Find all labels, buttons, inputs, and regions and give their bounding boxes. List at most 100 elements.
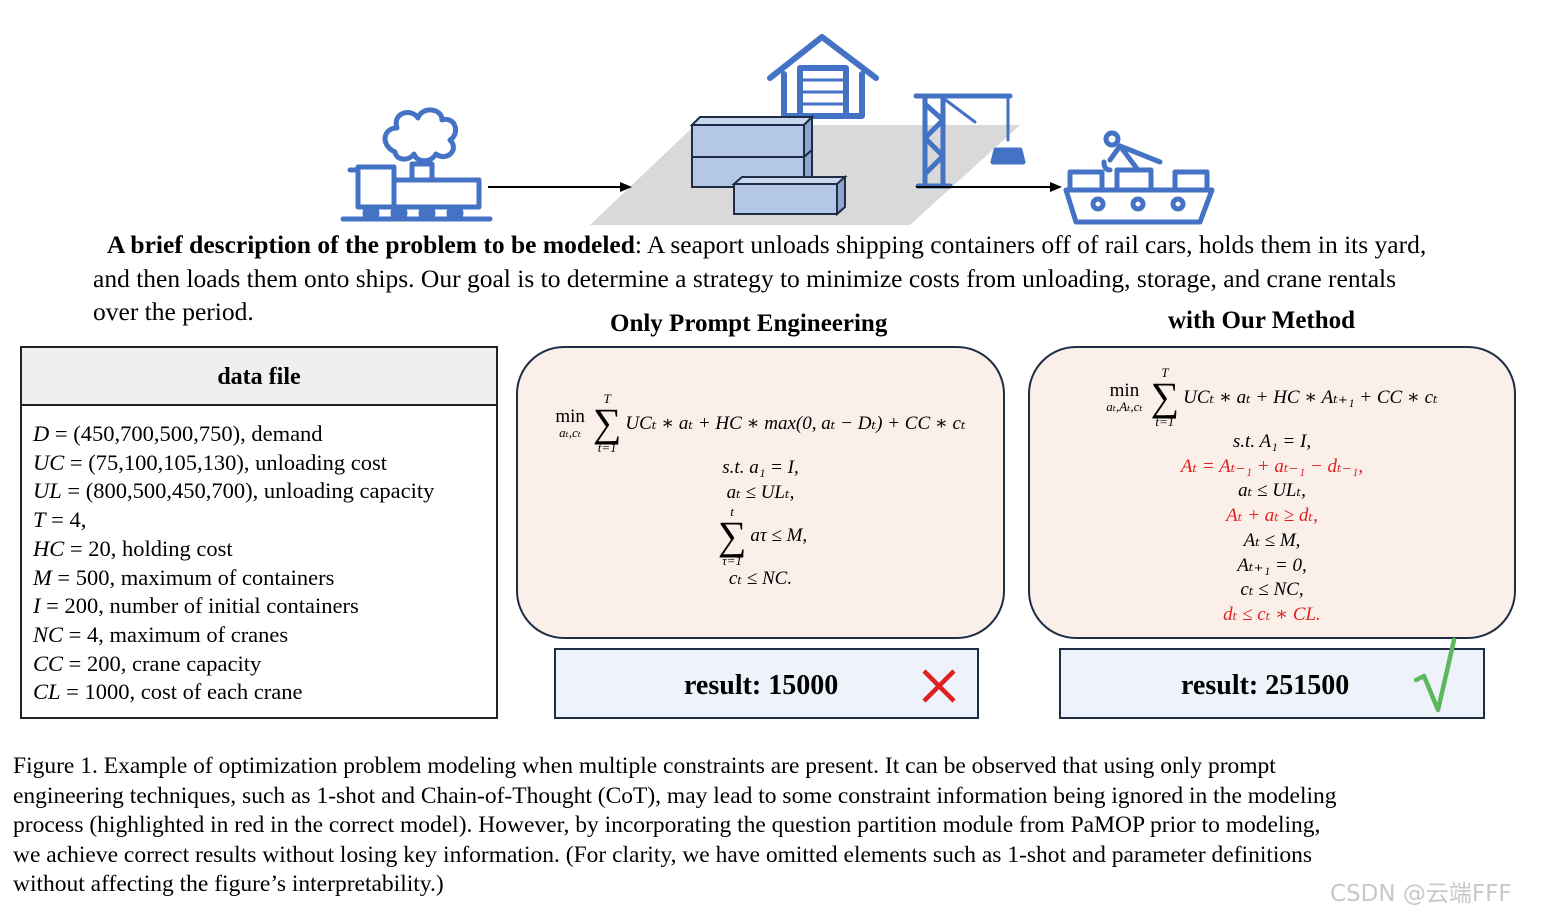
- data-desc: , maximum of containers: [109, 564, 335, 590]
- constraint-line: aₜ ≤ ULₜ,: [1238, 480, 1306, 502]
- constraint-line: s.t. a₁ = I,: [722, 457, 799, 478]
- constraint-sum: t ∑ τ=1 aτ ≤ M,: [518, 505, 1003, 567]
- data-desc: , number of initial containers: [98, 593, 359, 619]
- caption-line: without affecting the figure’s interpret…: [13, 871, 444, 898]
- data-line: NC = 4, maximum of cranes: [33, 621, 496, 650]
- equals-sign: =: [40, 593, 65, 619]
- data-symbol: CC: [33, 650, 64, 676]
- ship-icon: [1063, 130, 1215, 225]
- data-value: 200: [64, 593, 99, 619]
- constraint-line-highlighted: dₜ ≤ cₜ ∗ CL.: [1223, 603, 1321, 625]
- our-method-objective: min aₜ,Aₜ,cₜ T ∑ t=1 UCₜ ∗ aₜ + HC ∗ Aₜ₊…: [1030, 366, 1514, 428]
- data-symbol: NC: [33, 621, 64, 647]
- caption-line: engineering techniques, such as 1-shot a…: [13, 782, 1337, 809]
- objective-expression: UCₜ ∗ aₜ + HC ∗ max(0, aₜ − Dₜ) + CC ∗ c…: [625, 412, 966, 434]
- data-desc: , unloading cost: [243, 449, 387, 475]
- constraint-line: cₜ ≤ NC.: [728, 568, 793, 590]
- constraint-line: Aₜ₊₁ = 0,: [1237, 554, 1307, 576]
- data-file-box: data file D = (450,700,500,750), demand …: [20, 346, 498, 719]
- prompt-only-model-panel: min aₜ,cₜ T ∑ t=1 UCₜ ∗ aₜ + HC ∗ max(0,…: [516, 346, 1005, 639]
- equals-sign: =: [64, 535, 89, 561]
- data-value: 20: [88, 535, 111, 561]
- equals-sign: =: [49, 421, 74, 446]
- data-desc: , unloading capacity: [252, 478, 435, 504]
- constraint-line: aₜ ≤ ULₜ,: [726, 481, 795, 503]
- constraint-line: cₜ ≤ NC,: [1240, 579, 1304, 601]
- data-file-lines: D = (450,700,500,750), demand UC = (75,1…: [22, 406, 496, 707]
- equals-sign: =: [64, 449, 89, 475]
- data-symbol: D: [33, 421, 50, 446]
- problem-description: A brief description of the problem to be…: [93, 228, 1533, 329]
- caption-line: process (highlighted in red in the corre…: [13, 812, 1321, 839]
- constraint-expression: aτ ≤ M,: [750, 525, 808, 547]
- data-desc: , crane capacity: [120, 650, 262, 676]
- data-line: T = 4,: [33, 506, 496, 535]
- equals-sign: =: [63, 650, 87, 676]
- sum-upper: T: [603, 391, 611, 406]
- data-value: 200: [86, 650, 121, 676]
- data-symbol: I: [33, 593, 41, 619]
- data-value: 1000: [84, 679, 130, 705]
- data-symbol: HC: [33, 535, 65, 561]
- data-value: 4: [69, 507, 81, 533]
- data-line: I = 200, number of initial containers: [33, 592, 496, 621]
- sigma-symbol: ∑: [1150, 374, 1180, 419]
- crane-icon: [913, 93, 1026, 189]
- sum-lower: t=1: [597, 440, 617, 455]
- our-method-result-box: result: 251500: [1059, 648, 1485, 719]
- sigma-symbol: ∑: [592, 400, 622, 445]
- sum-lower: t=1: [1155, 414, 1175, 429]
- equals-sign: =: [51, 564, 76, 590]
- our-method-model-panel: min aₜ,Aₜ,cₜ T ∑ t=1 UCₜ ∗ aₜ + HC ∗ Aₜ₊…: [1028, 346, 1516, 639]
- watermark: CSDN @云端FFF: [1330, 881, 1512, 907]
- prompt-only-result-box: result: 15000: [554, 648, 979, 719]
- sum-upper: T: [1161, 365, 1169, 380]
- min-label: min: [1109, 379, 1140, 401]
- min-subscript: aₜ,Aₜ,cₜ: [1106, 398, 1143, 414]
- prompt-only-objective: min aₜ,cₜ T ∑ t=1 UCₜ ∗ aₜ + HC ∗ max(0,…: [518, 392, 1003, 454]
- equals-sign: =: [60, 679, 85, 705]
- data-symbol: T: [33, 507, 46, 533]
- check-icon: [1413, 637, 1457, 713]
- caption-line: we achieve correct results without losin…: [13, 841, 1313, 868]
- train-icon: [340, 107, 493, 222]
- data-desc: ,: [80, 507, 87, 533]
- equals-sign: =: [63, 621, 87, 647]
- description-lead: A brief description of the problem to be…: [107, 230, 635, 259]
- data-value: (75,100,105,130): [88, 449, 244, 475]
- data-line: CC = 200, crane capacity: [33, 650, 496, 679]
- sum-operator: T ∑ t=1: [1151, 366, 1180, 428]
- data-line: UL = (800,500,450,700), unloading capaci…: [33, 477, 496, 506]
- min-label: min: [555, 405, 585, 427]
- constraint-line: Aₜ ≤ M,: [1243, 529, 1301, 551]
- data-desc: , demand: [240, 421, 323, 446]
- data-symbol: UL: [33, 478, 62, 504]
- figure-caption: Figure 1. Example of optimization proble…: [13, 752, 1524, 900]
- cross-icon: [922, 669, 956, 703]
- data-symbol: CL: [33, 679, 61, 705]
- data-symbol: UC: [33, 449, 65, 475]
- data-file-title: data file: [22, 348, 496, 406]
- description-line3: over the period.: [93, 297, 254, 326]
- constraint-line-highlighted: Aₜ = Aₜ₋₁ + aₜ₋₁ − dₜ₋₁,: [1180, 455, 1364, 477]
- data-desc: , maximum of cranes: [98, 621, 289, 647]
- equals-sign: =: [61, 478, 86, 504]
- data-line: D = (450,700,500,750), demand: [33, 420, 496, 449]
- prompt-only-result: result: 15000: [684, 670, 839, 701]
- data-line: M = 500, maximum of containers: [33, 564, 496, 593]
- container-stack-icon: [689, 114, 848, 217]
- data-value: (800,500,450,700): [85, 478, 253, 504]
- sum-upper: t: [730, 504, 734, 520]
- warehouse-icon: [767, 34, 879, 119]
- data-line: CL = 1000, cost of each crane: [33, 678, 496, 707]
- data-symbol: M: [33, 564, 52, 590]
- data-line: HC = 20, holding cost: [33, 535, 496, 564]
- min-subscript: aₜ,cₜ: [559, 424, 582, 440]
- heading-prompt-only: Only Prompt Engineering: [610, 310, 888, 337]
- objective-expression: UCₜ ∗ aₜ + HC ∗ Aₜ₊₁ + CC ∗ cₜ: [1183, 386, 1438, 408]
- constraint-line: s.t. A₁ = I,: [1232, 431, 1312, 452]
- caption-line: Figure 1. Example of optimization proble…: [13, 753, 1276, 779]
- equals-sign: =: [45, 507, 70, 533]
- data-desc: , holding cost: [110, 535, 233, 561]
- data-value: (450,700,500,750): [73, 421, 241, 446]
